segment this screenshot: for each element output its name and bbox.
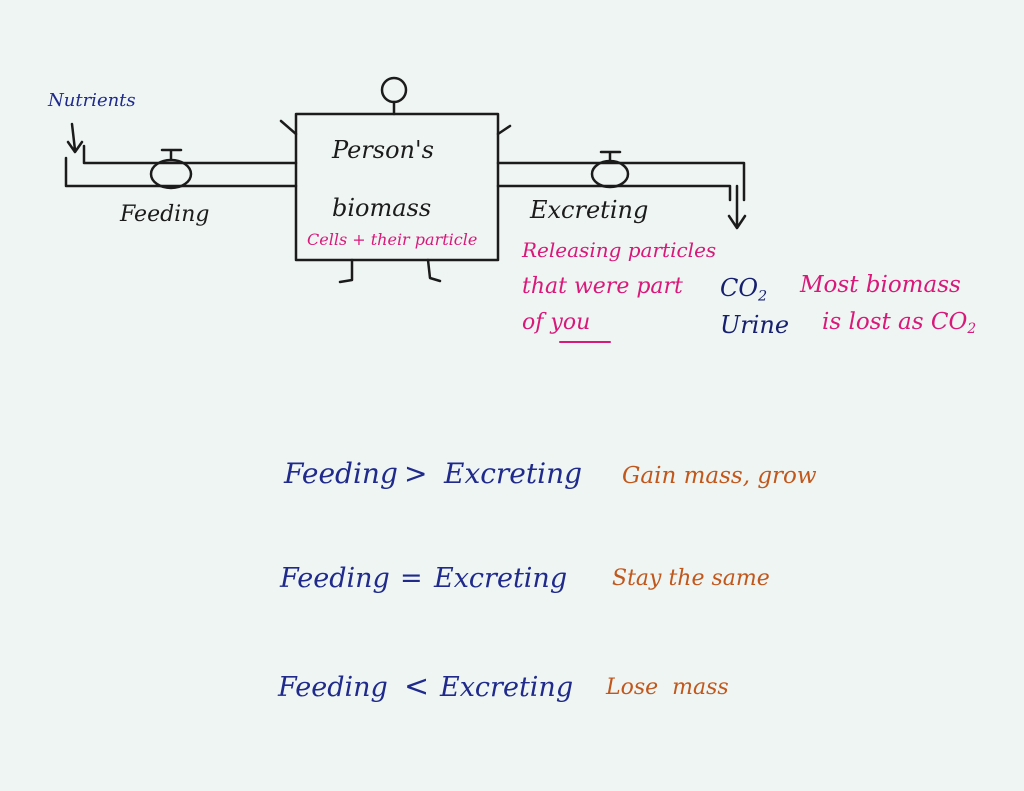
relation-left: Feeding xyxy=(278,672,388,703)
box-arm-left xyxy=(279,119,298,136)
nutrients-arrow xyxy=(66,122,84,154)
note-line1: Most biomass xyxy=(800,272,961,298)
box-leg-right xyxy=(426,258,442,283)
releasing-line2: that were part xyxy=(522,274,683,299)
box-caption: Cells + their particle xyxy=(307,230,478,249)
output-co2-sub: 2 xyxy=(758,288,768,305)
note-line2: is lost as CO2 xyxy=(822,311,976,337)
output-urine: Urine xyxy=(720,311,790,339)
box-leg-left xyxy=(338,258,354,284)
note-line2-sub: 2 xyxy=(967,321,977,338)
box-top-knob xyxy=(380,76,408,104)
excreting-valve xyxy=(590,159,630,189)
releasing-you: you xyxy=(550,310,591,335)
note-line2-text: is lost as CO xyxy=(822,309,968,335)
relation-right: Excreting xyxy=(440,672,574,703)
output-co2: CO2 xyxy=(720,276,767,304)
relation-right: Excreting xyxy=(444,457,583,490)
output-arrow xyxy=(727,184,747,230)
relation-op: = xyxy=(400,563,423,594)
releasing-of: of xyxy=(522,310,544,335)
relation-result: Gain mass, grow xyxy=(622,463,817,489)
relation-left: Feeding xyxy=(280,563,390,594)
feeding-label: Feeding xyxy=(120,202,210,227)
box-label-line1: Person's xyxy=(332,136,434,164)
box-label-line2: biomass xyxy=(332,194,432,222)
nutrients-label: Nutrients xyxy=(48,90,136,111)
relation-op: > xyxy=(404,457,428,490)
relation-result: Lose mass xyxy=(606,675,729,700)
releasing-line3: of you xyxy=(522,312,590,334)
relation-left: Feeding xyxy=(284,457,398,490)
relation-right: Excreting xyxy=(434,563,568,594)
box-arm-right xyxy=(496,124,512,136)
output-pipe xyxy=(496,161,746,202)
relation-op: < xyxy=(404,669,430,704)
excreting-label: Excreting xyxy=(530,196,649,224)
relation-result: Stay the same xyxy=(612,566,770,591)
input-pipe xyxy=(64,144,298,188)
output-co2-text: CO xyxy=(720,274,759,302)
releasing-line1: Releasing particles xyxy=(522,238,717,262)
